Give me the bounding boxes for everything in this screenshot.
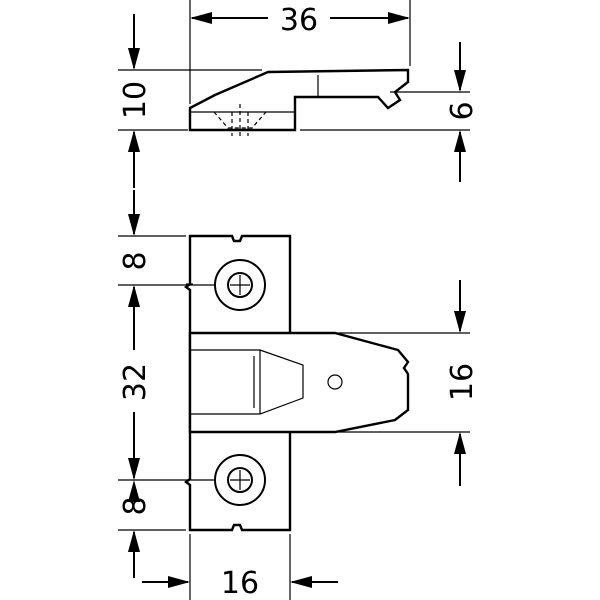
dim-8-bottom-arrow	[128, 530, 140, 552]
front-view-latch	[188, 331, 410, 434]
latch-pin-hole	[327, 374, 343, 390]
dim-10-label: 10	[118, 81, 153, 119]
dim-6-label: 6	[445, 101, 480, 120]
dim-16-right-arrow-top	[454, 311, 466, 333]
dim-10-arrow-top	[128, 48, 140, 70]
front-view: 8 32 8 16 16	[118, 190, 480, 600]
dim-8-bottom-label: 8	[118, 496, 153, 515]
dim-6-arrow-top	[454, 70, 466, 92]
bottom-screw-icon	[214, 454, 266, 506]
dim-6-arrow-bottom	[454, 130, 466, 152]
dim-16-bottom-label: 16	[221, 566, 259, 600]
dim-16-right-label: 16	[445, 363, 480, 401]
latch-inner-outline	[190, 349, 304, 415]
side-view-body	[188, 68, 410, 132]
dim-8-top-label: 8	[118, 251, 153, 270]
side-view-hidden-screw	[213, 104, 267, 136]
dim-8-top-arrow	[128, 214, 140, 236]
dim-36-arrow-left	[190, 12, 212, 24]
dim-8-bottom-arrow-upper	[128, 480, 140, 502]
dim-16-right-arrow-bottom	[454, 432, 466, 454]
top-screw-icon	[214, 259, 266, 311]
dim-16-bottom-arrow-right	[290, 576, 312, 588]
dim-32-arrow-bottom	[128, 458, 140, 480]
dim-16-bottom-arrow-left	[168, 576, 190, 588]
dim-10-arrow-bottom	[128, 130, 140, 152]
dim-32-label: 32	[118, 363, 153, 401]
side-view: 36 10 6	[118, 0, 480, 188]
dim-36-label: 36	[280, 3, 318, 38]
dim-36-arrow-right	[388, 12, 410, 24]
